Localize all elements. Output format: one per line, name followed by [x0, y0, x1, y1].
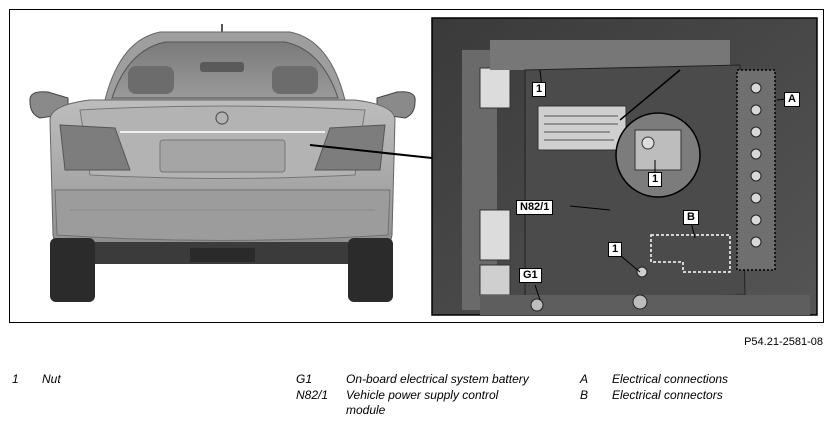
callout-nut-top: 1	[532, 82, 547, 97]
car-rear-view	[29, 24, 433, 302]
callout-nut-magnified: 1	[648, 172, 663, 187]
legend-key: 1	[12, 372, 19, 386]
callout-module: N82/1	[516, 200, 554, 215]
legend-text: Electrical connectors	[612, 388, 723, 402]
legend-text: Nut	[42, 372, 61, 386]
legend-text: Electrical connections	[612, 372, 729, 386]
callout-nut-bottom: 1	[608, 242, 623, 257]
illustration-frame: 1 A 1 N82/1 B 1 G1	[9, 9, 824, 323]
legend-text: Vehicle power supply control module	[346, 388, 499, 417]
figure-reference: P54.21-2581-08	[744, 336, 823, 348]
trunk-detail	[431, 17, 818, 316]
callout-a: A	[784, 92, 800, 107]
legend-key: G1	[296, 372, 313, 386]
legend-text: On-board electrical system battery	[346, 372, 529, 386]
illustration-svg	[29, 17, 818, 316]
legend-key: N82/1	[296, 388, 329, 402]
callout-battery: G1	[519, 268, 542, 283]
legend-key: B	[580, 388, 589, 402]
legend-key: A	[580, 372, 589, 386]
callout-b: B	[683, 210, 699, 225]
